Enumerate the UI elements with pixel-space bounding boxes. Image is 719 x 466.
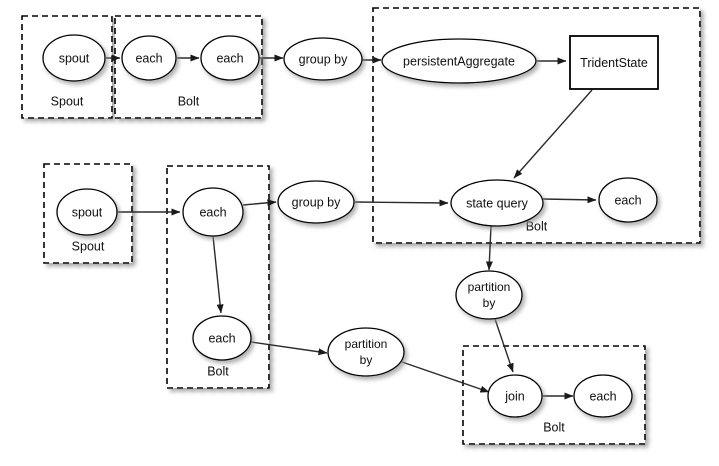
node-label-line2: by xyxy=(483,296,496,310)
node-label-line2: by xyxy=(360,353,373,367)
node-each[interactable]: each xyxy=(200,35,260,81)
node-group-by[interactable]: group by xyxy=(277,180,355,224)
node-partition-by[interactable]: partition by xyxy=(455,270,523,320)
node-label: TridentState xyxy=(580,56,648,70)
node-label: spout xyxy=(59,51,90,65)
edge-n-statequery-to-n-each-state xyxy=(542,196,597,204)
node-spout[interactable]: spout xyxy=(42,34,106,82)
node-label: group by xyxy=(292,195,341,209)
edge-n-partition-2-to-n-join xyxy=(494,318,514,373)
edge-n-each-mid-2-to-n-partition-1 xyxy=(250,341,328,356)
group-label: Bolt xyxy=(178,94,200,108)
node-shape-ellipse xyxy=(182,187,244,237)
group-label: Spout xyxy=(72,239,105,253)
node-shape-ellipse xyxy=(121,35,177,81)
edge-n-groupby-mid-to-n-statequery xyxy=(354,199,449,207)
node-label: spout xyxy=(72,205,103,219)
edge-n-tridentstate-to-n-statequery xyxy=(513,89,593,179)
nodes-layer: spout each each group by persistentAggregate… xyxy=(42,34,659,418)
node-persistentaggregate[interactable]: persistentAggregate xyxy=(381,38,537,84)
node-label: state query xyxy=(466,196,529,210)
node-label: each xyxy=(614,193,641,207)
edge-n-each-mid-1-to-n-each-mid-2 xyxy=(212,235,224,314)
edge-n-statequery-to-n-partition-2 xyxy=(485,225,493,271)
node-label: persistentAggregate xyxy=(403,54,515,68)
edges-layer xyxy=(106,54,597,400)
node-state-query[interactable]: state query xyxy=(450,179,544,227)
node-label: each xyxy=(216,51,243,65)
node-shape-rect xyxy=(569,35,659,90)
edge-n-partition-1-to-n-join xyxy=(401,361,490,393)
node-each[interactable]: each xyxy=(121,35,177,81)
node-each[interactable]: each xyxy=(192,315,252,361)
node-shape-ellipse xyxy=(455,270,523,320)
group-label: Bolt xyxy=(526,219,548,233)
node-each[interactable]: each xyxy=(182,187,244,237)
node-shape-ellipse xyxy=(450,179,544,227)
node-label: group by xyxy=(299,52,348,66)
node-label-line1: partition xyxy=(468,280,511,294)
node-each[interactable]: each xyxy=(573,374,633,418)
node-shape-ellipse xyxy=(283,37,363,81)
group-label: Bolt xyxy=(543,420,565,434)
node-label: each xyxy=(208,331,235,345)
node-tridentstate[interactable]: TridentState xyxy=(569,35,659,90)
node-shape-ellipse xyxy=(200,35,260,81)
node-label: each xyxy=(589,389,616,403)
node-join[interactable]: join xyxy=(487,374,543,418)
node-label-line1: partition xyxy=(345,337,388,351)
node-each[interactable]: each xyxy=(598,177,658,223)
node-shape-ellipse xyxy=(381,38,537,84)
edge-n-each-mid-1-to-n-groupby-mid xyxy=(242,199,277,207)
node-shape-ellipse xyxy=(327,327,405,377)
group-label: Spout xyxy=(51,94,84,108)
node-partition-by[interactable]: partition by xyxy=(327,327,405,377)
node-shape-ellipse xyxy=(56,188,118,236)
node-shape-ellipse xyxy=(192,315,252,361)
node-shape-ellipse xyxy=(573,374,633,418)
node-shape-ellipse xyxy=(598,177,658,223)
group-label: Bolt xyxy=(207,364,229,378)
node-spout[interactable]: spout xyxy=(56,188,118,236)
node-shape-ellipse xyxy=(42,34,106,82)
node-group-by[interactable]: group by xyxy=(283,37,363,81)
node-label: join xyxy=(504,389,525,403)
node-shape-ellipse xyxy=(277,180,355,224)
node-label: each xyxy=(135,51,162,65)
node-shape-ellipse xyxy=(487,374,543,418)
node-label: each xyxy=(199,205,226,219)
